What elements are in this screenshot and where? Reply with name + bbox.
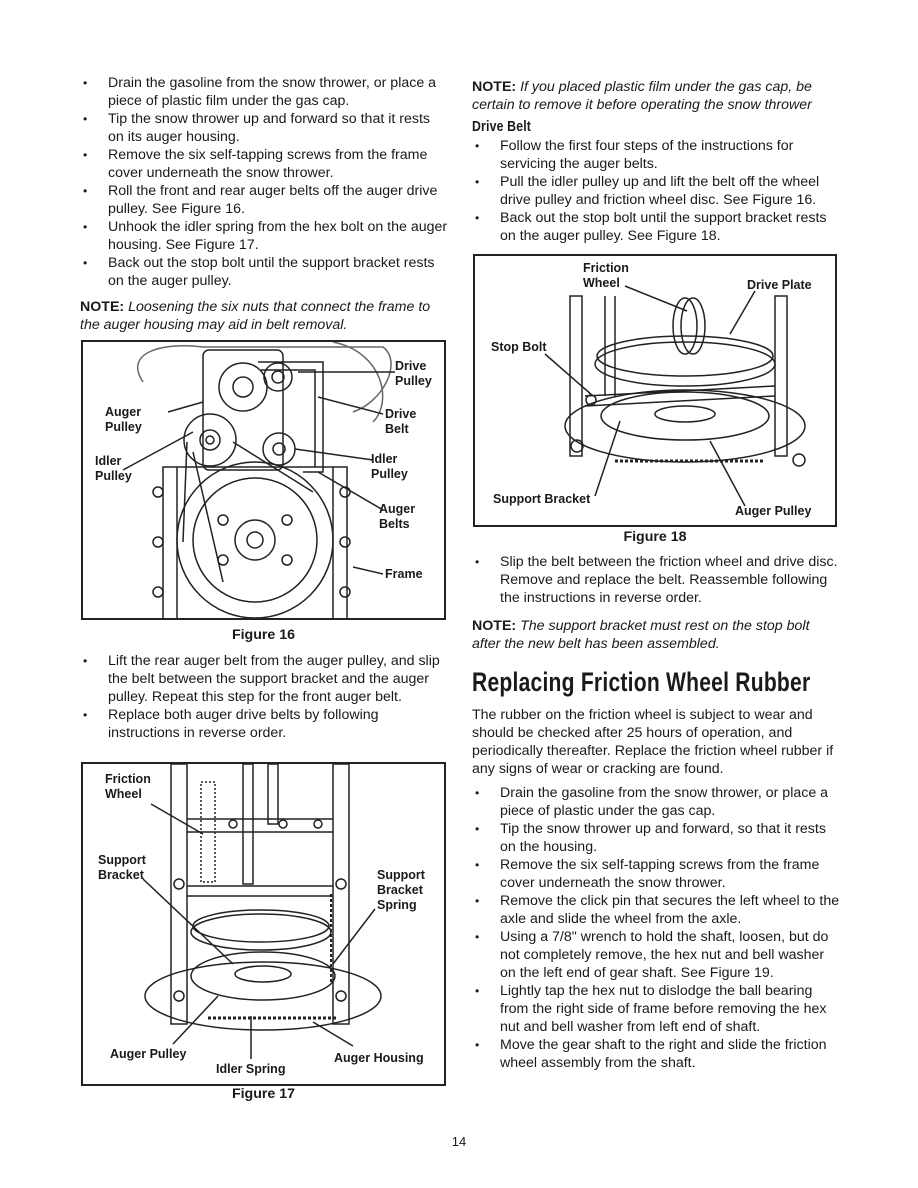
drive-belt-steps-list: Follow the first four steps of the instr… [472,137,840,245]
label-auger-pulley: Auger Pulley [110,1047,187,1061]
section-paragraph: The rubber on the friction wheel is subj… [472,707,834,777]
label-auger-housing: Auger Housing [334,1051,424,1065]
figure-17-caption: Figure 17 [231,1086,296,1102]
figure-16-caption: Figure 16 [231,627,296,643]
note-label: NOTE: [80,299,125,315]
note-label: NOTE: [472,618,517,634]
label-idler-pulley-right: Idler Pulley [371,452,408,481]
drive-belt-heading: Drive Belt [472,118,532,135]
list-item: Drain the gasoline from the snow thrower… [472,784,840,820]
list-item: Lift the rear auger belt from the auger … [80,652,448,706]
list-item: Remove the click pin that secures the le… [472,892,840,928]
label-auger-pulley: Auger Pulley [105,405,142,434]
note-text: Loosening the six nuts that connect the … [80,299,431,333]
label-drive-pulley: Drive Pulley [395,359,432,388]
list-item: Move the gear shaft to the right and sli… [472,1036,840,1072]
label-drive-belt: Drive Belt [385,407,417,436]
right-column: NOTE: If you placed plastic film under t… [472,74,840,245]
list-item: Back out the stop bolt until the support… [472,209,840,245]
friction-wheel-steps-list: Drain the gasoline from the snow thrower… [472,784,840,1072]
list-item: Remove the six self-tapping screws from … [80,146,448,182]
label-idler-spring: Idler Spring [216,1062,286,1076]
section-heading: Replacing Friction Wheel Rubber [472,667,811,697]
page-number: 14 [451,1134,467,1149]
label-friction-wheel: Friction Wheel [105,772,151,801]
list-item: Drain the gasoline from the snow thrower… [80,74,448,110]
label-support-bracket-spring: Support Bracket Spring [377,868,425,912]
list-item: Using a 7/8" wrench to hold the shaft, l… [472,928,840,982]
auger-belt-steps-list: Drain the gasoline from the snow thrower… [80,74,448,290]
label-idler-pulley: Idler Pulley [95,454,132,483]
figure-16-illustration [122,342,395,618]
belt-replace-list: Slip the belt between the friction wheel… [472,553,840,607]
note-text: The support bracket must rest on the sto… [472,618,810,652]
left-column-lower: Lift the rear auger belt from the auger … [80,652,448,742]
list-item: Unhook the idler spring from the hex bol… [80,218,448,254]
list-item: Pull the idler pulley up and lift the be… [472,173,840,209]
note-plastic-film: NOTE: If you placed plastic film under t… [472,78,840,114]
label-frame: Frame [385,567,423,581]
note-text: If you placed plastic film under the gas… [472,79,812,113]
list-item: Replace both auger drive belts by follow… [80,706,448,742]
list-item: Follow the first four steps of the instr… [472,137,840,173]
figure-16-diagram: Drive Pulley Auger Pulley Drive Belt Idl… [81,340,446,620]
list-item: Tip the snow thrower up and forward so t… [80,110,448,146]
note-support-bracket: NOTE: The support bracket must rest on t… [472,617,840,653]
list-item: Back out the stop bolt until the support… [80,254,448,290]
auger-belt-replace-list: Lift the rear auger belt from the auger … [80,652,448,742]
label-stop-bolt: Stop Bolt [491,340,547,354]
label-auger-pulley: Auger Pulley [735,504,812,518]
right-column-lower: Slip the belt between the friction wheel… [472,553,840,1072]
list-item: Tip the snow thrower up and forward, so … [472,820,840,856]
figure-17-illustration [142,764,382,1059]
list-item: Roll the front and rear auger belts off … [80,182,448,218]
list-item: Lightly tap the hex nut to dislodge the … [472,982,840,1036]
list-item: Remove the six self-tapping screws from … [472,856,840,892]
list-item: Slip the belt between the friction wheel… [472,553,840,607]
left-column: Drain the gasoline from the snow thrower… [80,74,448,338]
label-support-bracket: Support Bracket [493,492,591,506]
label-friction-wheel: Friction Wheel [583,261,638,291]
note-loosening-nuts: NOTE: Loosening the six nuts that connec… [80,298,448,334]
figure-18-diagram: Friction Wheel Drive Plate Stop Bolt Sup… [473,254,837,527]
label-auger-belts: Auger Belts [379,502,416,531]
figure-17-diagram: Friction Wheel Support Bracket Support B… [81,762,446,1086]
note-label: NOTE: [472,79,517,95]
label-friction-wheel-text: Friction Wheel [583,261,629,290]
figure-18-illustration [544,285,806,507]
figure-18-caption: Figure 18 [623,529,687,545]
label-drive-plate: Drive Plate [747,278,812,292]
label-support-bracket: Support Bracket [98,853,146,882]
